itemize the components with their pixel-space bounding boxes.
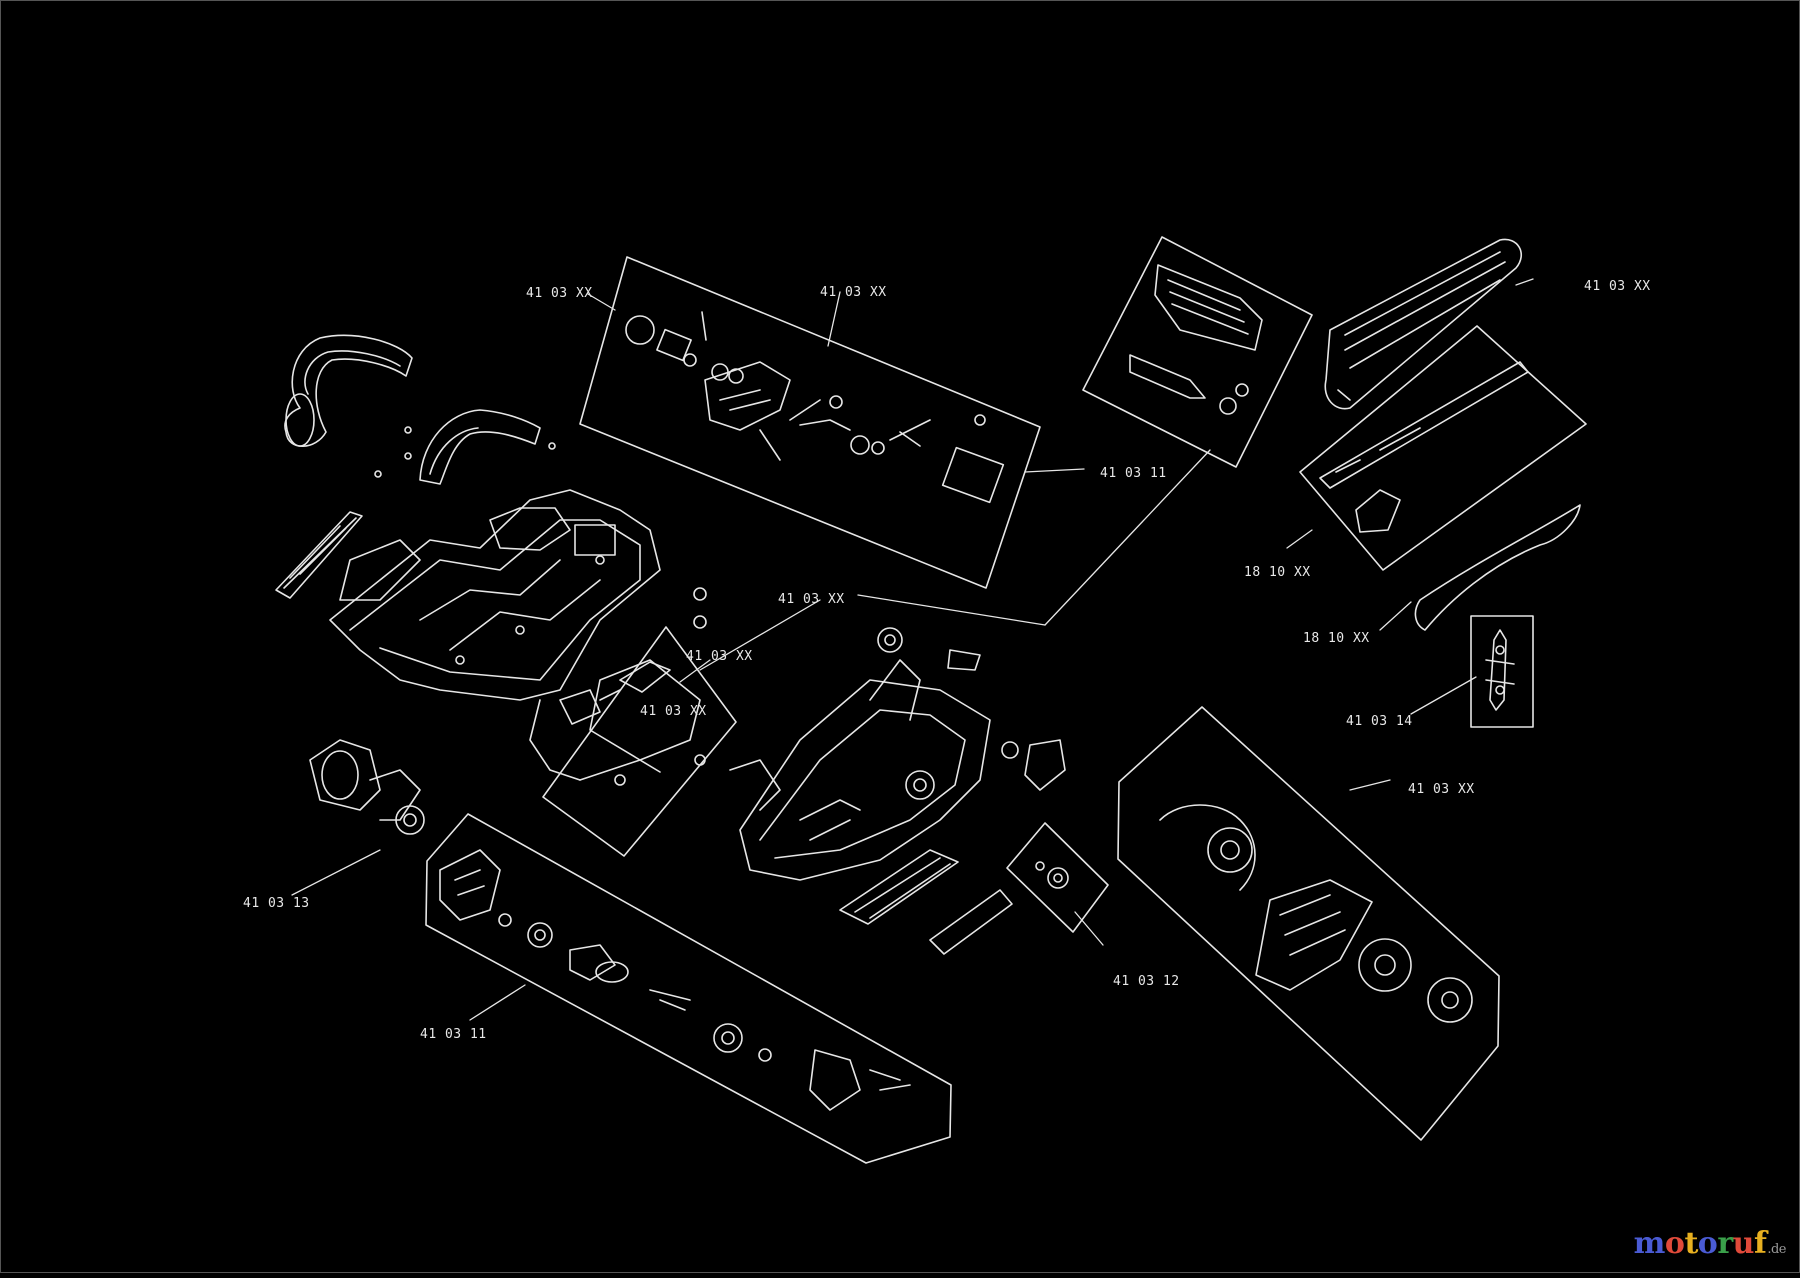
watermark-letter: o bbox=[1697, 1226, 1718, 1261]
callout-label: 41 03 XX bbox=[778, 592, 845, 607]
watermark-letter: u bbox=[1732, 1226, 1755, 1261]
tensioner-part bbox=[1485, 629, 1515, 711]
callout-label: 41 03 XX bbox=[1584, 279, 1651, 294]
group-box-top-right bbox=[1082, 236, 1313, 468]
callout-label: 41 03 11 bbox=[420, 1027, 487, 1042]
callout-label: 41 03 XX bbox=[686, 649, 753, 664]
group-box-small-center bbox=[1006, 822, 1109, 933]
group-box-bottom-right bbox=[1117, 706, 1500, 1141]
chain-part bbox=[1129, 264, 1263, 415]
motor-housing-part bbox=[329, 489, 661, 781]
gear-housing-part bbox=[729, 627, 1066, 955]
gearbox-assembly bbox=[439, 849, 911, 1111]
callout-label: 41 03 12 bbox=[1113, 974, 1180, 989]
callout-labels: 41 03 XX 41 03 XX 41 03 11 41 03 XX 41 0… bbox=[243, 279, 1651, 1042]
callout-label: 18 10 XX bbox=[1303, 631, 1370, 646]
callout-label: 41 03 14 bbox=[1346, 714, 1413, 729]
watermark-letter: t bbox=[1684, 1226, 1698, 1261]
leader-lines bbox=[291, 278, 1534, 1021]
hand-guard-part bbox=[275, 511, 363, 599]
callout-label: 41 03 13 bbox=[243, 896, 310, 911]
callout-label: 41 03 XX bbox=[1408, 782, 1475, 797]
motor-armature-part bbox=[309, 739, 425, 835]
callout-label: 41 03 11 bbox=[1100, 466, 1167, 481]
oil-pump-assembly bbox=[625, 311, 1005, 504]
callout-label: 18 10 XX bbox=[1244, 565, 1311, 580]
callout-label: 41 03 XX bbox=[820, 285, 887, 300]
watermark-logo: motoruf.de bbox=[1633, 1226, 1787, 1261]
switch-assembly bbox=[559, 659, 706, 786]
sprocket-small bbox=[1035, 861, 1069, 889]
callout-label: 41 03 XX bbox=[526, 286, 593, 301]
watermark-letter: m bbox=[1633, 1226, 1666, 1261]
watermark-letter: o bbox=[1664, 1226, 1685, 1261]
front-handle-part bbox=[284, 334, 413, 447]
group-box-small-part bbox=[1470, 615, 1534, 728]
group-box-bottom-left bbox=[425, 813, 952, 1164]
small-fasteners bbox=[599, 587, 707, 701]
watermark-tld: .de bbox=[1767, 1242, 1786, 1257]
scabbard-part bbox=[1414, 504, 1581, 631]
bar-cover-part bbox=[1319, 361, 1529, 533]
rear-handle-part bbox=[374, 409, 556, 485]
group-box-center-mid bbox=[542, 626, 737, 857]
watermark-letter: f bbox=[1753, 1226, 1767, 1261]
group-box-top-center bbox=[579, 256, 1041, 589]
guide-bar-part bbox=[1324, 238, 1522, 410]
watermark-letter: r bbox=[1717, 1226, 1733, 1261]
clutch-assembly bbox=[1159, 804, 1473, 1023]
group-box-right-bar bbox=[1299, 325, 1587, 571]
callout-label: 41 03 XX bbox=[640, 704, 707, 719]
